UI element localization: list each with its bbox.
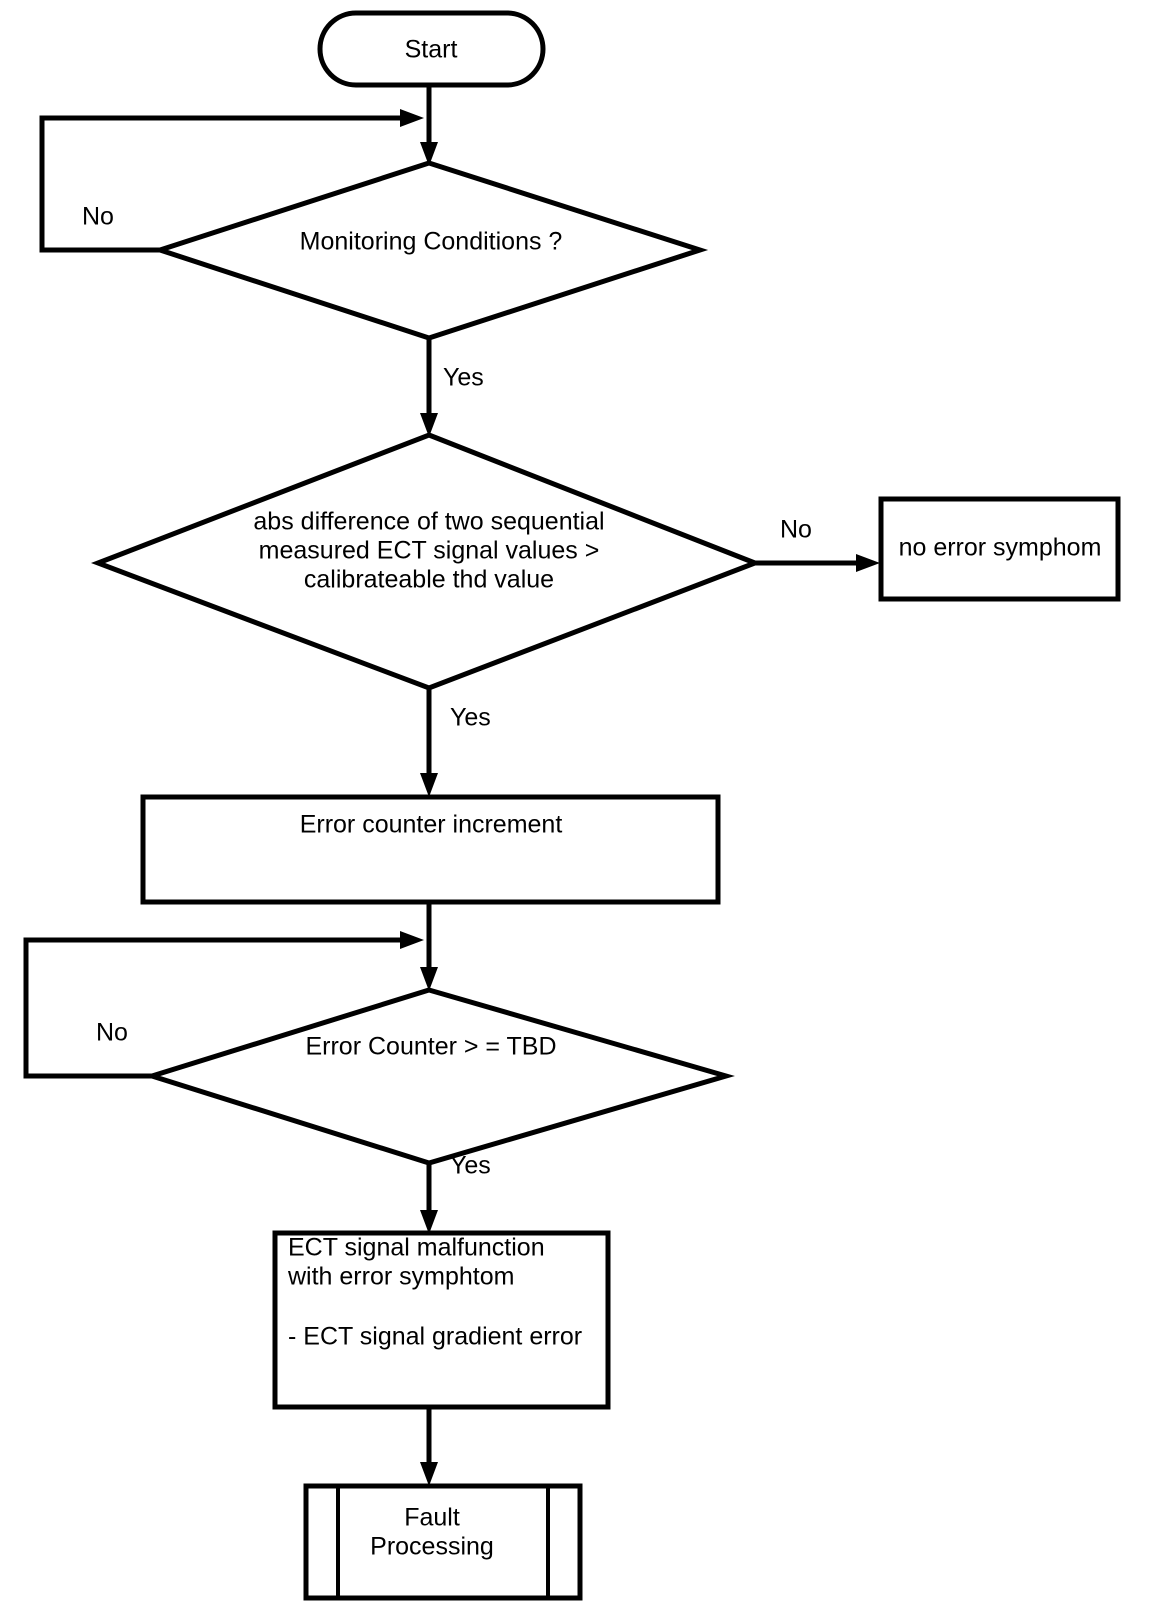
edge-increment-to-counter [420, 902, 438, 991]
node-abs-difference-line1: abs difference of two sequential [253, 508, 604, 536]
node-fault-processing-line2: Processing [370, 1533, 494, 1561]
edge-malfunction-to-fault [420, 1407, 438, 1486]
node-ect-malfunction[interactable]: ECT signal malfunction with error sympht… [272, 1230, 611, 1410]
node-error-counter-increment-label: Error counter increment [300, 811, 563, 839]
edge-counter-no-loop [23, 931, 424, 1079]
node-monitoring-conditions[interactable]: Monitoring Conditions ? [151, 160, 709, 341]
edge-monitoring-yes [420, 338, 438, 437]
node-no-error-symphom[interactable]: no error symphom [878, 496, 1121, 602]
edge-start-to-monitoring [420, 85, 438, 166]
node-error-counter-tbd[interactable]: Error Counter > = TBD [143, 987, 735, 1166]
edge-monitoring-no-loop [39, 109, 424, 253]
node-fault-processing[interactable]: Fault Processing [303, 1483, 583, 1601]
node-start-label: Start [405, 36, 458, 64]
node-abs-difference[interactable]: abs difference of two sequential measure… [90, 432, 762, 691]
edge-label-monitoring-yes: Yes [443, 364, 484, 392]
node-ect-malfunction-line1: ECT signal malfunction [288, 1234, 545, 1262]
edge-absdiff-yes [420, 688, 438, 797]
edge-label-monitoring-no: No [82, 203, 114, 231]
edge-counter-yes [420, 1163, 438, 1234]
node-error-counter-increment[interactable]: Error counter increment [140, 794, 721, 905]
node-start[interactable]: Start [317, 10, 546, 88]
edge-label-absdiff-no: No [780, 516, 812, 544]
node-ect-malfunction-line3: - ECT signal gradient error [288, 1323, 582, 1351]
edge-label-counter-no: No [96, 1019, 128, 1047]
edge-absdiff-no [755, 554, 880, 572]
node-error-counter-tbd-label: Error Counter > = TBD [305, 1033, 556, 1061]
edge-label-counter-yes: Yes [450, 1152, 491, 1180]
node-fault-processing-line1: Fault [404, 1504, 460, 1532]
node-abs-difference-line3: calibrateable thd value [304, 566, 554, 594]
node-monitoring-conditions-label: Monitoring Conditions ? [300, 228, 563, 256]
edge-label-absdiff-yes: Yes [450, 704, 491, 732]
node-abs-difference-line2: measured ECT signal values > [259, 537, 600, 565]
node-ect-malfunction-line2: with error symphtom [287, 1263, 514, 1291]
node-no-error-symphom-label: no error symphom [899, 534, 1102, 562]
